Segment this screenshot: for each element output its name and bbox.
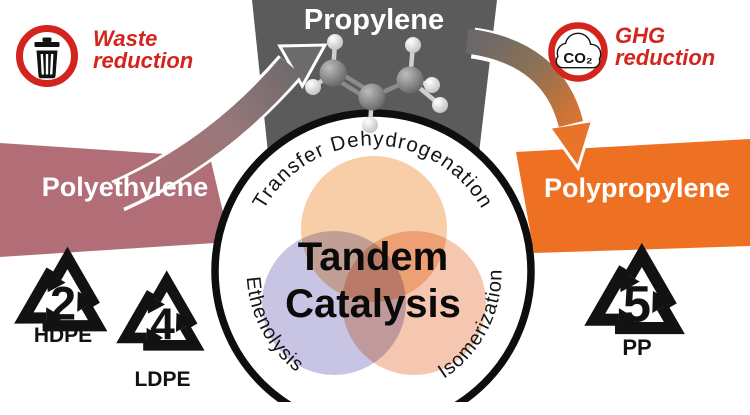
ghg-line2: reduction bbox=[615, 44, 716, 70]
propylene-molecule bbox=[305, 34, 448, 133]
waste-bin-icon bbox=[16, 25, 78, 87]
right-conversion-arrow bbox=[465, 27, 595, 172]
ghg-line1: GHG bbox=[615, 23, 666, 48]
venn-diagram bbox=[262, 156, 486, 375]
co2-cloud-icon: CO₂ bbox=[548, 22, 608, 82]
recycling-symbol-2: 2 bbox=[12, 244, 114, 334]
polypropylene-label: Polypropylene bbox=[543, 173, 731, 203]
polypropylene-banner bbox=[516, 139, 750, 253]
co2-label: CO₂ bbox=[563, 50, 592, 67]
recycling-number-4: 4 bbox=[150, 300, 175, 349]
recycling-label-ldpe: LDPE bbox=[134, 368, 191, 391]
recycling-number-2: 2 bbox=[50, 278, 76, 330]
waste-reduction-text: Waste reduction bbox=[93, 28, 193, 71]
recycling-number-5: 5 bbox=[623, 276, 651, 333]
ghg-reduction-text: GHG reduction bbox=[615, 25, 715, 68]
tandem-line: Tandem bbox=[297, 235, 449, 279]
recycling-label-pp: PP bbox=[622, 335, 652, 360]
recycling-symbol-4: 4 bbox=[114, 268, 211, 353]
waste-line1: Waste bbox=[93, 26, 158, 51]
recycling-symbol-5: 5 bbox=[582, 240, 692, 337]
waste-line2: reduction bbox=[93, 47, 194, 73]
tandem-catalysis-title: Tandem Catalysis bbox=[285, 234, 461, 328]
catalysis-line: Catalysis bbox=[285, 282, 461, 326]
venn-circle-right bbox=[342, 231, 486, 375]
polyethylene-label: Polyethylene bbox=[41, 172, 209, 202]
propylene-box bbox=[252, 0, 497, 153]
recycling-label-hdpe: HDPE bbox=[33, 324, 93, 347]
propylene-title: Propylene bbox=[303, 4, 445, 36]
left-conversion-arrow bbox=[106, 43, 328, 212]
